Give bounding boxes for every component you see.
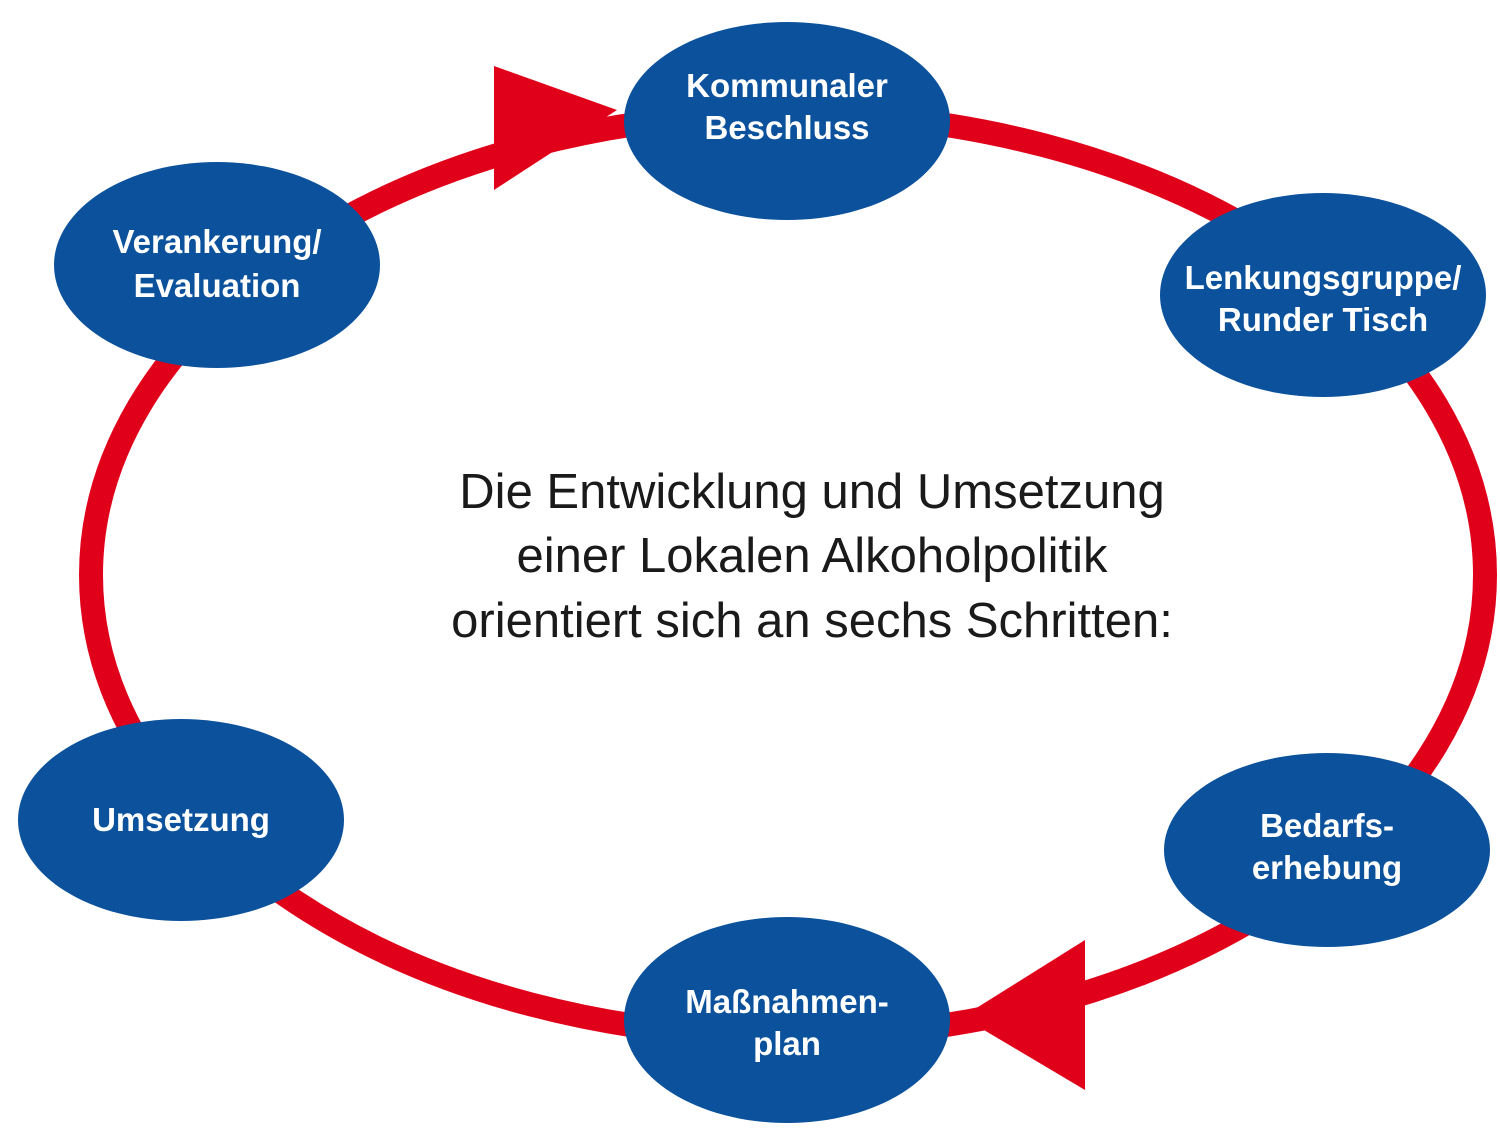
step-label-line1: Umsetzung	[92, 801, 270, 838]
step-label-line2: Evaluation	[134, 267, 301, 304]
step-ellipse	[624, 22, 950, 220]
step-lenkungsgruppe: Lenkungsgruppe/ Runder Tisch	[1160, 193, 1486, 397]
step-ellipse	[1164, 753, 1490, 947]
step-verankerung: Verankerung/ Evaluation	[54, 162, 380, 368]
arrow-head-top-icon	[494, 66, 617, 190]
step-ellipse	[624, 917, 950, 1123]
step-bedarfserhebung: Bedarfs- erhebung	[1164, 753, 1490, 947]
center-line-2: einer Lokalen Alkoholpolitik	[516, 529, 1108, 583]
step-label-line1: Kommunaler	[686, 67, 888, 104]
step-label-line1: Verankerung/	[112, 223, 321, 260]
arrow-head-bottom-icon	[962, 940, 1085, 1090]
step-label-line2: erhebung	[1252, 849, 1402, 886]
step-massnahmenplan: Maßnahmen- plan	[624, 917, 950, 1123]
step-label-line1: Lenkungsgruppe/	[1185, 259, 1462, 296]
step-ellipse	[1160, 193, 1486, 397]
step-kommunaler-beschluss: Kommunaler Beschluss	[624, 22, 950, 220]
step-label-line1: Maßnahmen-	[685, 983, 889, 1020]
center-caption: Die Entwicklung und Umsetzung einer Loka…	[451, 465, 1173, 648]
step-ellipse	[54, 162, 380, 368]
center-line-3: orientiert sich an sechs Schritten:	[451, 594, 1173, 648]
step-label-line2: Runder Tisch	[1218, 301, 1428, 338]
step-ellipse	[18, 719, 344, 921]
step-label-line2: plan	[753, 1025, 821, 1062]
center-line-1: Die Entwicklung und Umsetzung	[459, 465, 1164, 519]
step-umsetzung: Umsetzung	[18, 719, 344, 921]
step-label-line2: Beschluss	[704, 109, 869, 146]
step-label-line1: Bedarfs-	[1260, 807, 1394, 844]
